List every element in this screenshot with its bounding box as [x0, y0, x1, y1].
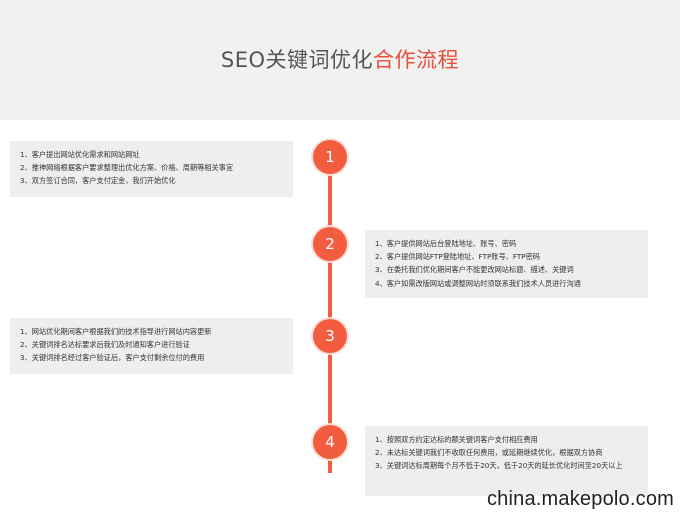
step-1-item: 1、客户提出网站优化需求和网站网址	[20, 150, 140, 159]
timeline-line	[328, 148, 332, 473]
step-1-item: 2、推神网络根据客户要求整理出优化方案、价格、周期等相关事宜	[20, 163, 234, 173]
step-3-item: 1、网站优化期间客户根据我们的技术指导进行网站内容更新	[20, 327, 212, 336]
step-3-marker: 3	[313, 319, 347, 353]
step-2-marker: 2	[313, 227, 347, 261]
step-4-item: 1、按照双方约定达标的额关键词客户支付相应费用	[375, 435, 538, 444]
step-4-item: 2、未达标关键词我们不收取任何费用，或延期继续优化，根据双方协商	[375, 448, 603, 458]
header-banner	[0, 0, 680, 120]
step-2-item: 1、客户提供网站后台登陆地址、账号、密码	[375, 239, 517, 248]
step-3-item: 2、关键词排名达标要求后我们及时通知客户进行验证	[20, 340, 190, 350]
step-1-marker: 1	[313, 140, 347, 174]
step-4-marker: 4	[313, 425, 347, 459]
step-3-card: 1、网站优化期间客户根据我们的技术指导进行网站内容更新 2、关键词排名达标要求后…	[10, 318, 293, 374]
step-2-item: 4、客户如需改版网站或调整网站时须联系我们技术人员进行沟通	[375, 278, 581, 288]
page-title: SEO关键词优化合作流程	[0, 44, 680, 74]
step-4-item: 3、关键词达标周期每个月不低于20天，低于20天的延长优化时间至20天以上	[375, 461, 623, 471]
step-3-item: 3、关键词排名经过客户验证后，客户支付剩余位付的费用	[20, 353, 205, 363]
title-main: SEO关键词优化	[220, 48, 374, 72]
watermark: china.makepolo.com	[486, 488, 674, 510]
step-1-item: 3、双方签订合同，客户支付定金，我们开始优化	[20, 176, 176, 186]
title-accent: 合作流程	[373, 48, 460, 72]
step-2-card: 1、客户提供网站后台登陆地址、账号、密码 2、客户提供网站FTP登陆地址、FTP…	[365, 230, 648, 298]
step-1-card: 1、客户提出网站优化需求和网站网址 2、推神网络根据客户要求整理出优化方案、价格…	[10, 141, 293, 197]
step-2-item: 2、客户提供网站FTP登陆地址、FTP账号、FTP密码	[375, 252, 540, 262]
step-4-card: 1、按照双方约定达标的额关键词客户支付相应费用 2、未达标关键词我们不收取任何费…	[365, 426, 648, 496]
step-2-item: 3、在委托我们优化期间客户不能更改网站标题、描述、关键词	[375, 265, 574, 275]
